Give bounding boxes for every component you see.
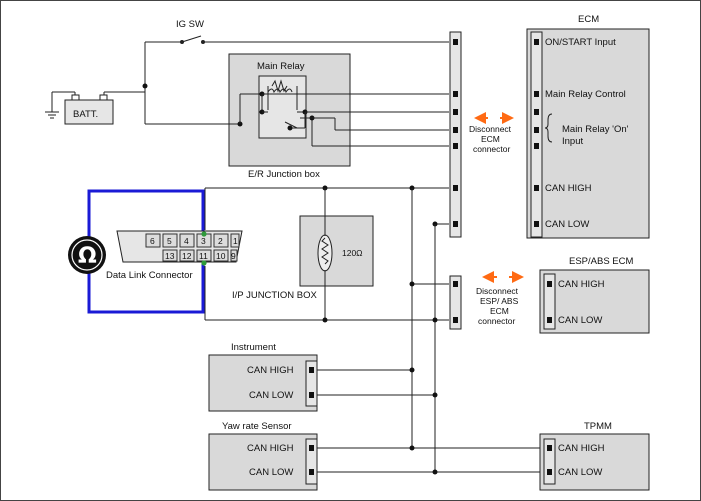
- yaw-title: Yaw rate Sensor: [222, 421, 292, 432]
- disconnect-ecm-line1: Disconnect: [469, 124, 512, 134]
- esp-abs-ecm-module: ESP/ABS ECM CAN HIGH CAN LOW: [539, 256, 650, 334]
- disconnect-ecm-annotation: Disconnect ECM connector: [469, 112, 514, 154]
- ig-switch: IG SW: [145, 19, 449, 44]
- instrument-can-low-label: CAN LOW: [249, 390, 293, 401]
- ecm-module: ECM ON/START Input Main Relay Control Ma…: [526, 14, 650, 239]
- esp-can-low-label: CAN LOW: [558, 315, 602, 326]
- ip-junction-box-label: I/P JUNCTION BOX: [232, 290, 317, 301]
- dlc-pin-13: 13: [165, 251, 175, 261]
- ecm-main-relay-on-label: Main Relay 'On': [562, 124, 629, 135]
- disconnect-esp-line2: ESP/ ABS: [480, 296, 519, 306]
- er-junction-box-label: E/R Junction box: [248, 169, 320, 180]
- ecm-connector-strip: [449, 31, 462, 238]
- ecm-title: ECM: [578, 14, 599, 25]
- instrument-can-high-label: CAN HIGH: [247, 365, 294, 376]
- tpmm-module: TPMM CAN HIGH CAN LOW: [539, 421, 650, 491]
- yaw-can-high-label: CAN HIGH: [247, 443, 294, 454]
- battery-icon: [64, 91, 114, 125]
- tpmm-title: TPMM: [584, 421, 612, 432]
- tpmm-can-low-label: CAN LOW: [558, 467, 602, 478]
- esp-can-high-label: CAN HIGH: [558, 279, 605, 290]
- ohm-symbol: Ω: [78, 244, 97, 269]
- main-relay-label: Main Relay: [257, 61, 305, 72]
- esp-title: ESP/ABS ECM: [569, 256, 633, 267]
- ecm-can-high-label: CAN HIGH: [545, 183, 592, 194]
- ig-sw-label: IG SW: [176, 19, 204, 30]
- instrument-module: Instrument CAN HIGH CAN LOW: [208, 342, 318, 412]
- dlc-pin-1: 1: [233, 236, 238, 246]
- tpmm-can-high-label: CAN HIGH: [558, 443, 605, 454]
- ecm-on-start-label: ON/START Input: [545, 37, 616, 48]
- dlc-pin-9: 9: [231, 251, 236, 261]
- dlc-pin-10: 10: [216, 251, 226, 261]
- battery-group: BATT.: [45, 91, 145, 125]
- data-link-connector: 6 5 4 3 2 1 13 12 11 10 9 Data Link Conn…: [87, 189, 243, 314]
- dlc-label: Data Link Connector: [106, 270, 193, 281]
- dlc-pin-4: 4: [184, 236, 189, 246]
- ecm-main-relay-control-label: Main Relay Control: [545, 89, 626, 100]
- ecm-main-relay-input-label: Input: [562, 136, 583, 147]
- test-point-pin-11: [201, 260, 207, 266]
- er-junction-box: E/R Junction box Main Relay: [228, 53, 351, 180]
- dlc-pin-6: 6: [150, 236, 155, 246]
- ecm-can-low-label: CAN LOW: [545, 219, 589, 230]
- esp-connector-strip: [449, 275, 462, 330]
- yaw-can-low-label: CAN LOW: [249, 467, 293, 478]
- disconnect-ecm-line2: ECM: [481, 134, 500, 144]
- switch-icon: [181, 35, 202, 43]
- instrument-title: Instrument: [231, 342, 276, 353]
- yaw-rate-sensor-module: Yaw rate Sensor CAN HIGH CAN LOW: [208, 421, 318, 491]
- disconnect-ecm-line3: connector: [473, 144, 510, 154]
- ip-junction-box: 120Ω: [299, 188, 374, 320]
- dlc-pin-2: 2: [218, 236, 223, 246]
- disconnect-esp-annotation: Disconnect ESP/ ABS ECM connector: [476, 271, 524, 326]
- resistor-label: 120Ω: [342, 248, 363, 258]
- batt-label: BATT.: [73, 109, 98, 120]
- dlc-pin-3: 3: [201, 236, 206, 246]
- disconnect-esp-line1: Disconnect: [476, 286, 519, 296]
- ground-icon: [45, 92, 59, 119]
- dlc-pin-12: 12: [182, 251, 192, 261]
- test-point-pin-3: [201, 231, 207, 237]
- disconnect-esp-line4: connector: [478, 316, 515, 326]
- ohm-meter-icon: Ω: [68, 236, 106, 274]
- dlc-pin-5: 5: [167, 236, 172, 246]
- resistor-icon: [317, 234, 333, 272]
- dlc-pin-11: 11: [199, 251, 208, 261]
- disconnect-esp-line3: ECM: [490, 306, 509, 316]
- relay-coil-icon: [267, 79, 298, 129]
